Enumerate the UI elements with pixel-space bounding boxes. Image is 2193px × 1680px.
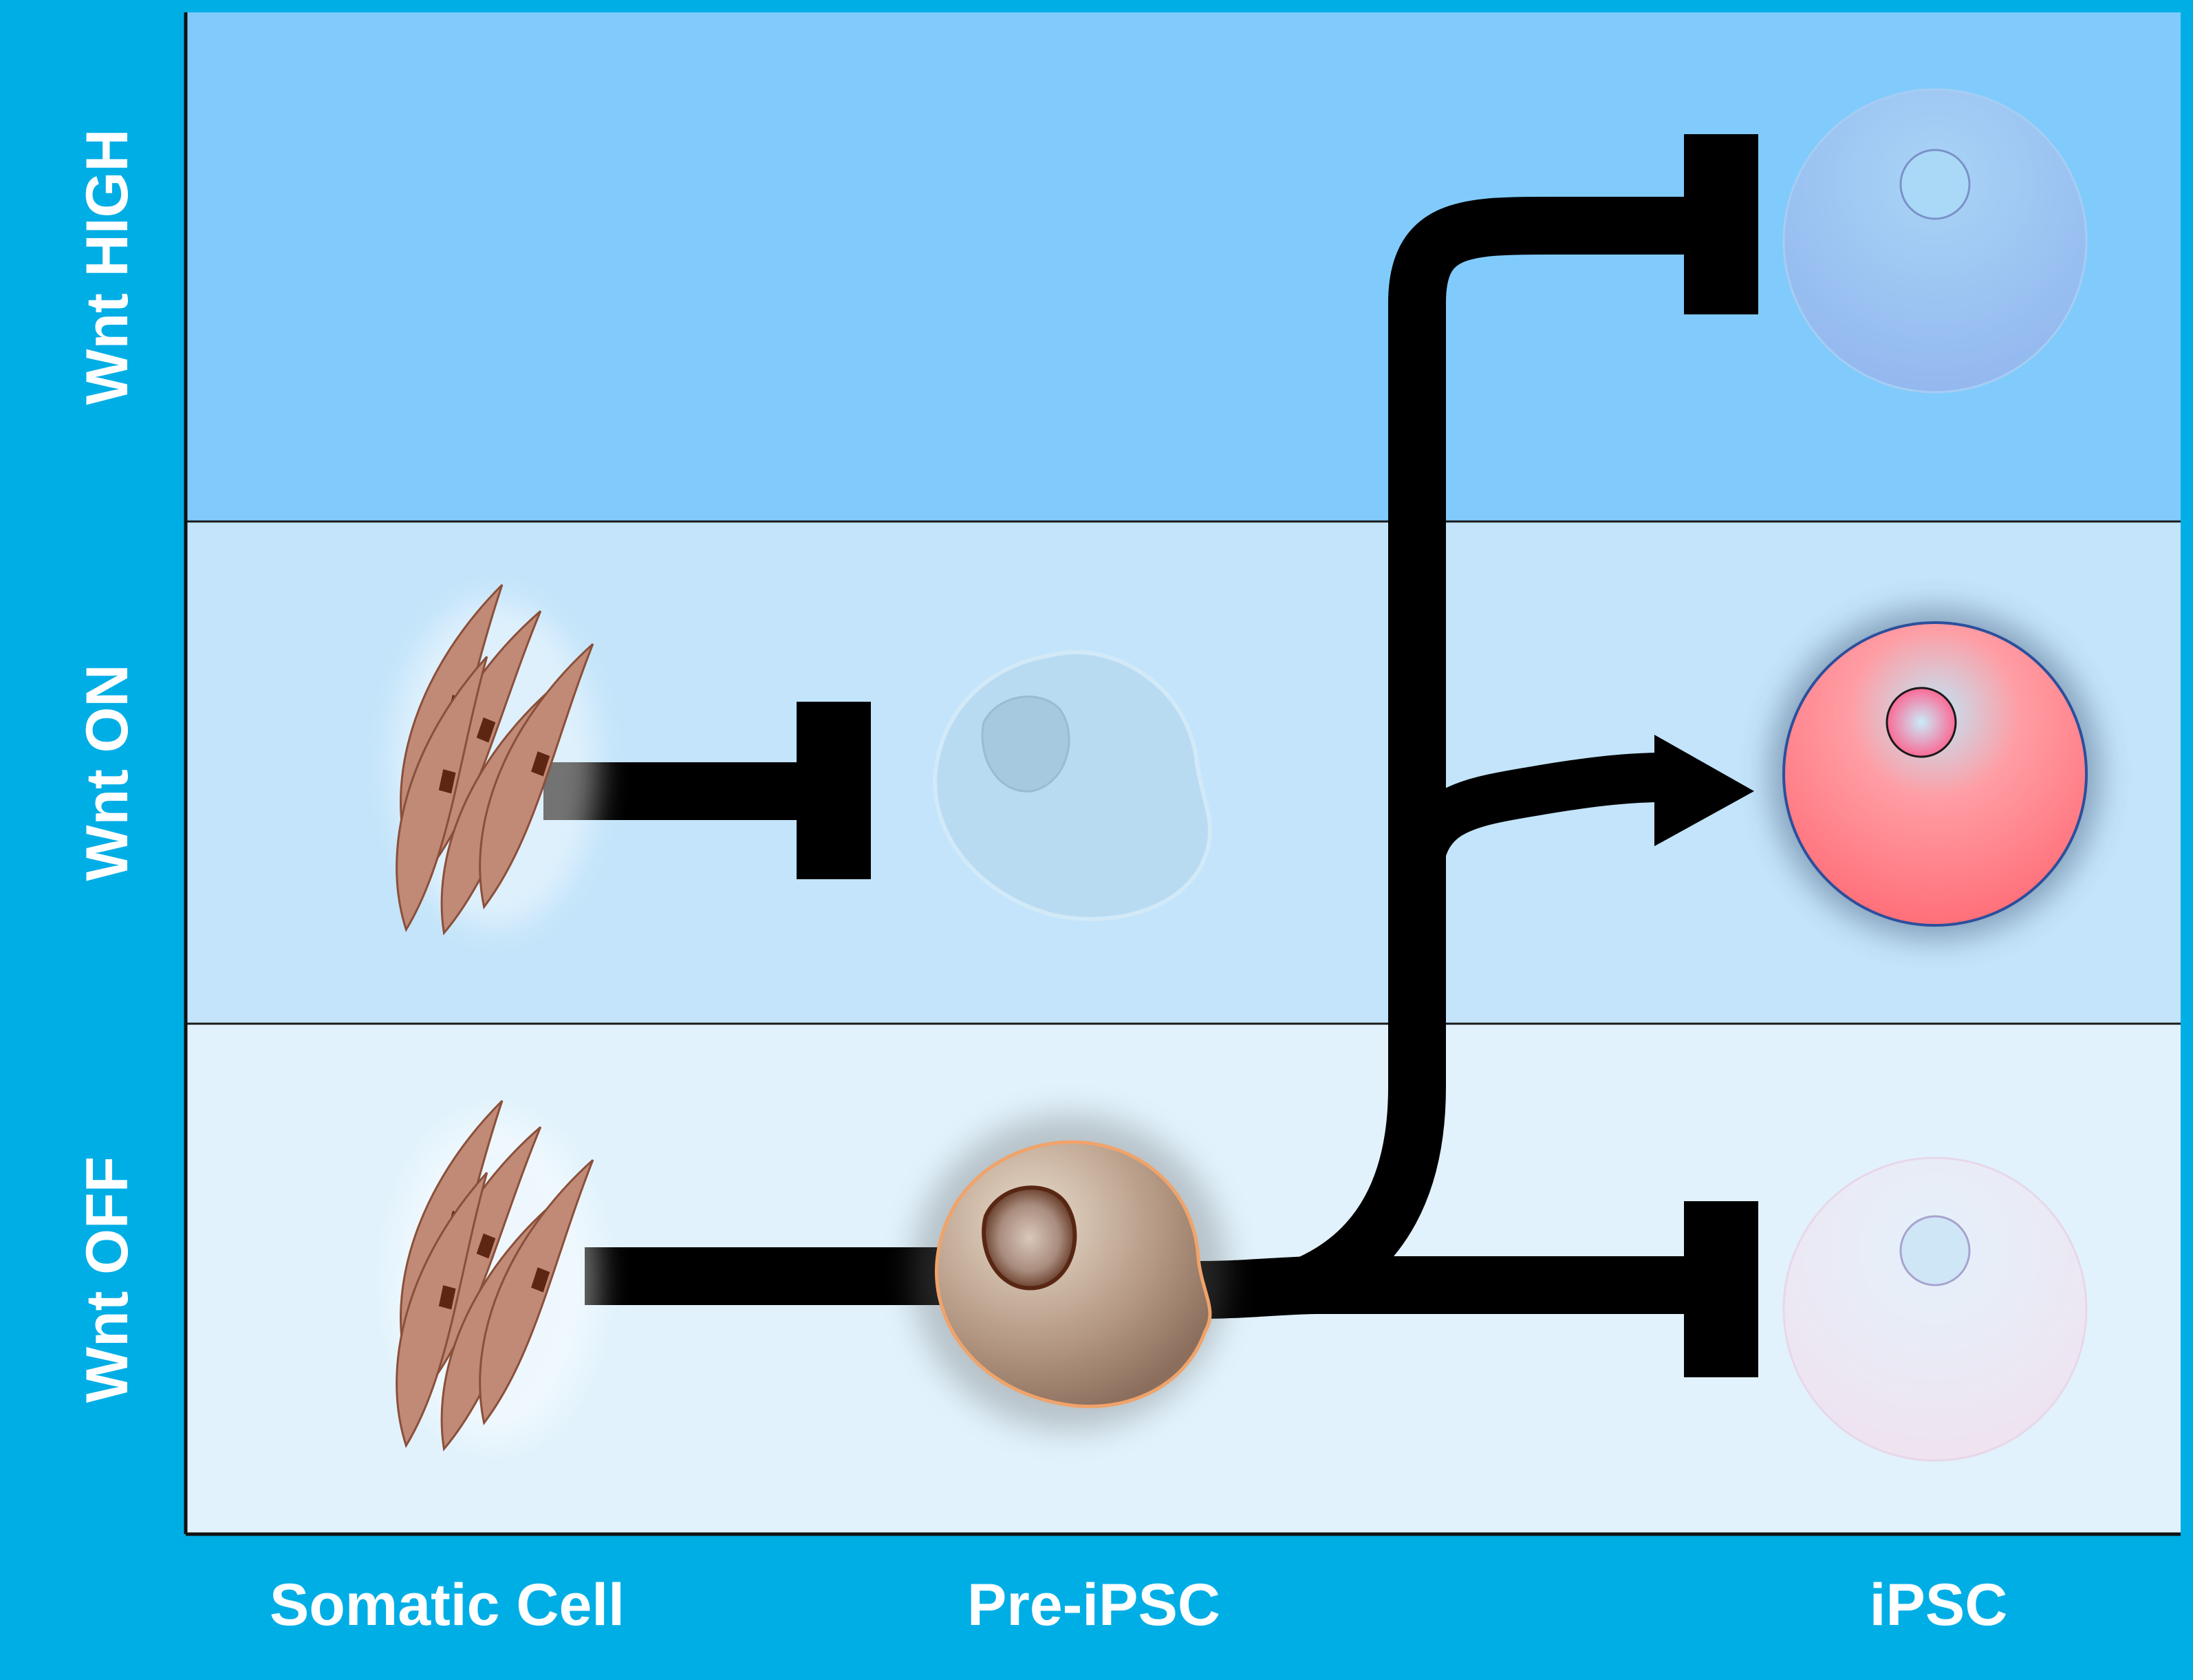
column-label-pre-ipsc: Pre-iPSC: [967, 1572, 1220, 1638]
somatic-cell-wnt-on: [386, 585, 598, 943]
row-label-wnt-off: Wnt OFF: [74, 1156, 140, 1403]
row-label-wnt-on: Wnt ON: [74, 664, 140, 881]
faded-ipsc-wnt-off: [1782, 1156, 2088, 1462]
pre-ipsc-cell-wnt-off: [911, 1114, 1228, 1431]
inhibition-bar-wnt-on: [797, 702, 871, 879]
row-label-wnt-high: Wnt HIGH: [74, 129, 140, 405]
ipsc-cell-wnt-on: [1770, 609, 2100, 939]
inhibition-bar-wnt-off: [1684, 1201, 1758, 1377]
column-label-somatic-cell: Somatic Cell: [270, 1572, 625, 1638]
faded-pre-ipsc-wnt-on: [933, 650, 1213, 921]
somatic-cell-wnt-off: [386, 1101, 598, 1459]
pathway-branch-wnt-on: [1392, 753, 1665, 949]
column-label-ipsc: iPSC: [1870, 1572, 2008, 1638]
inhibition-bar-wnt-high: [1684, 134, 1758, 314]
pathways: [543, 197, 1689, 1319]
activation-arrowhead: [1654, 735, 1754, 846]
faded-ipsc-wnt-high: [1782, 88, 2088, 394]
pathway-branch-wnt-high: [1295, 197, 1689, 1312]
